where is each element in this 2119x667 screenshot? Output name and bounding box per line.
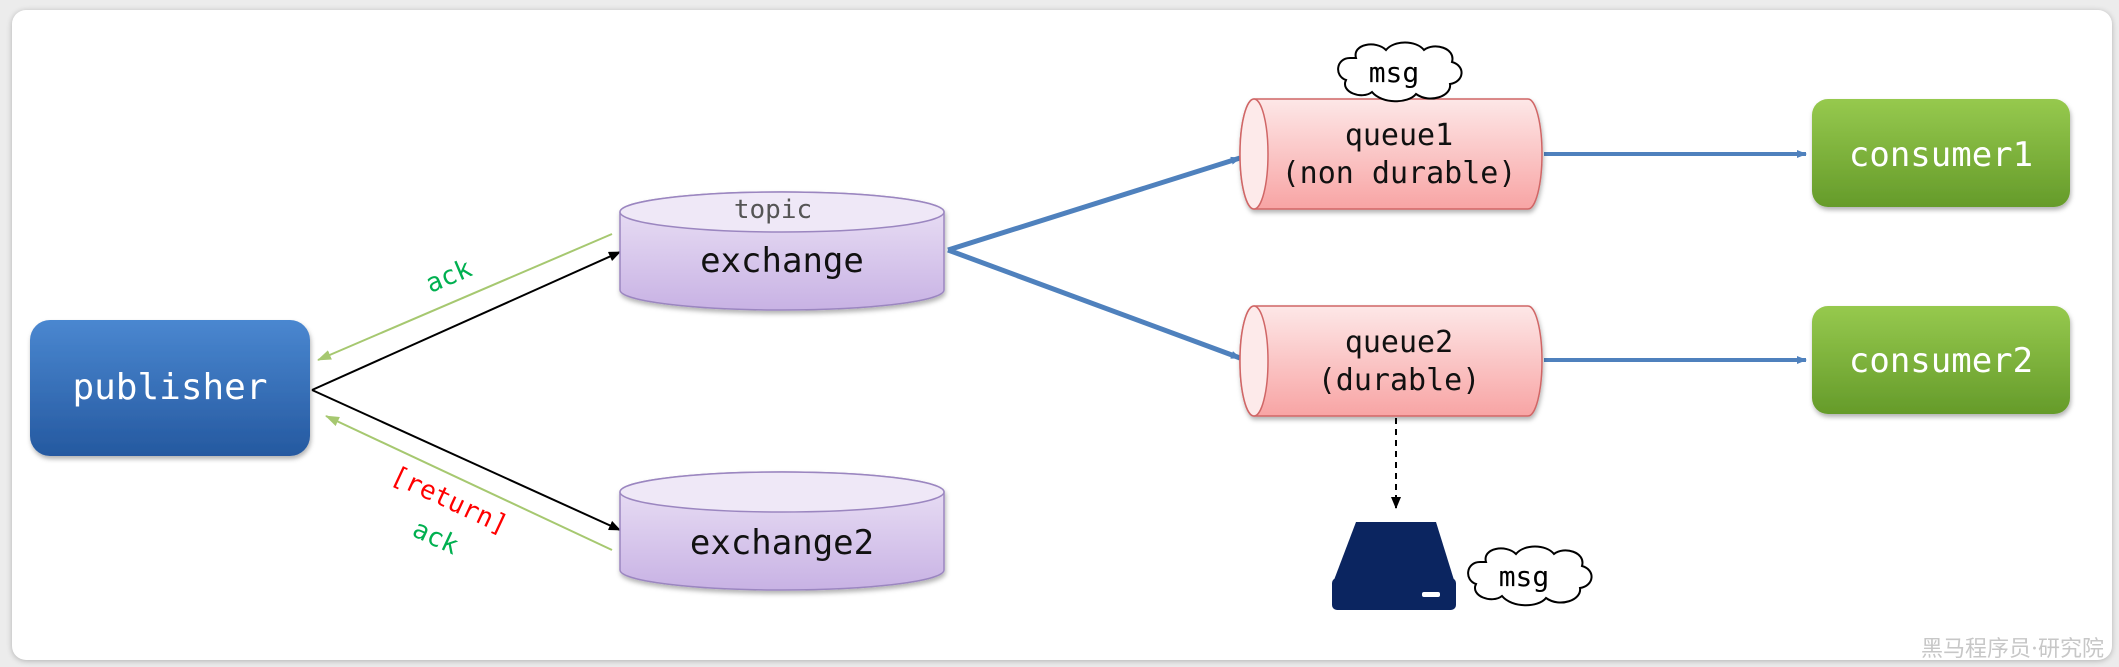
msg-cloud-disk: msg xyxy=(1467,545,1593,607)
msg-cloud-top: msg xyxy=(1337,41,1463,103)
queue1-node: queue1 (non durable) xyxy=(1239,98,1543,210)
watermark: 黑马程序员·研究院 xyxy=(1921,637,2104,662)
consumer2-label: consumer2 xyxy=(1849,341,2033,381)
disk-icon xyxy=(1332,522,1456,610)
ack-label: ack xyxy=(421,254,476,300)
ack-arrow-exchange xyxy=(317,233,613,361)
publisher-node: publisher xyxy=(30,320,310,456)
publish-to-exchange xyxy=(311,251,621,391)
exchange-type-label: topic xyxy=(734,195,812,225)
route-arrows xyxy=(947,150,1807,364)
exchange-node: topic exchange xyxy=(619,191,945,311)
route-exchange-queue1 xyxy=(947,155,1241,253)
exchange2-label: exchange2 xyxy=(690,523,874,563)
return-ack-label: ack xyxy=(408,514,464,561)
exchange-label: exchange xyxy=(700,241,864,281)
exchange2-node: exchange2 xyxy=(619,471,945,591)
ack-arrows xyxy=(317,233,613,551)
queue2-node: queue2 (durable) xyxy=(1239,305,1543,417)
queue2-durability: (durable) xyxy=(1318,363,1481,398)
consumer1-label: consumer1 xyxy=(1849,135,2033,175)
queue1-label: queue1 xyxy=(1345,118,1453,153)
route-exchange-queue2 xyxy=(947,247,1241,361)
consumer2-node: consumer2 xyxy=(1812,306,2070,414)
msg-cloud-top-label: msg xyxy=(1369,56,1420,89)
msg-cloud-disk-label: msg xyxy=(1499,560,1550,593)
ack-arrow-exchange2 xyxy=(325,415,613,551)
publish-to-exchange2 xyxy=(311,389,621,531)
diagram-canvas xyxy=(12,10,2112,660)
queue1-durability: (non durable) xyxy=(1282,156,1517,191)
queue2-label: queue2 xyxy=(1345,325,1453,360)
publish-arrows xyxy=(311,251,621,531)
consumer1-node: consumer1 xyxy=(1812,99,2070,207)
publisher-label: publisher xyxy=(72,367,267,408)
